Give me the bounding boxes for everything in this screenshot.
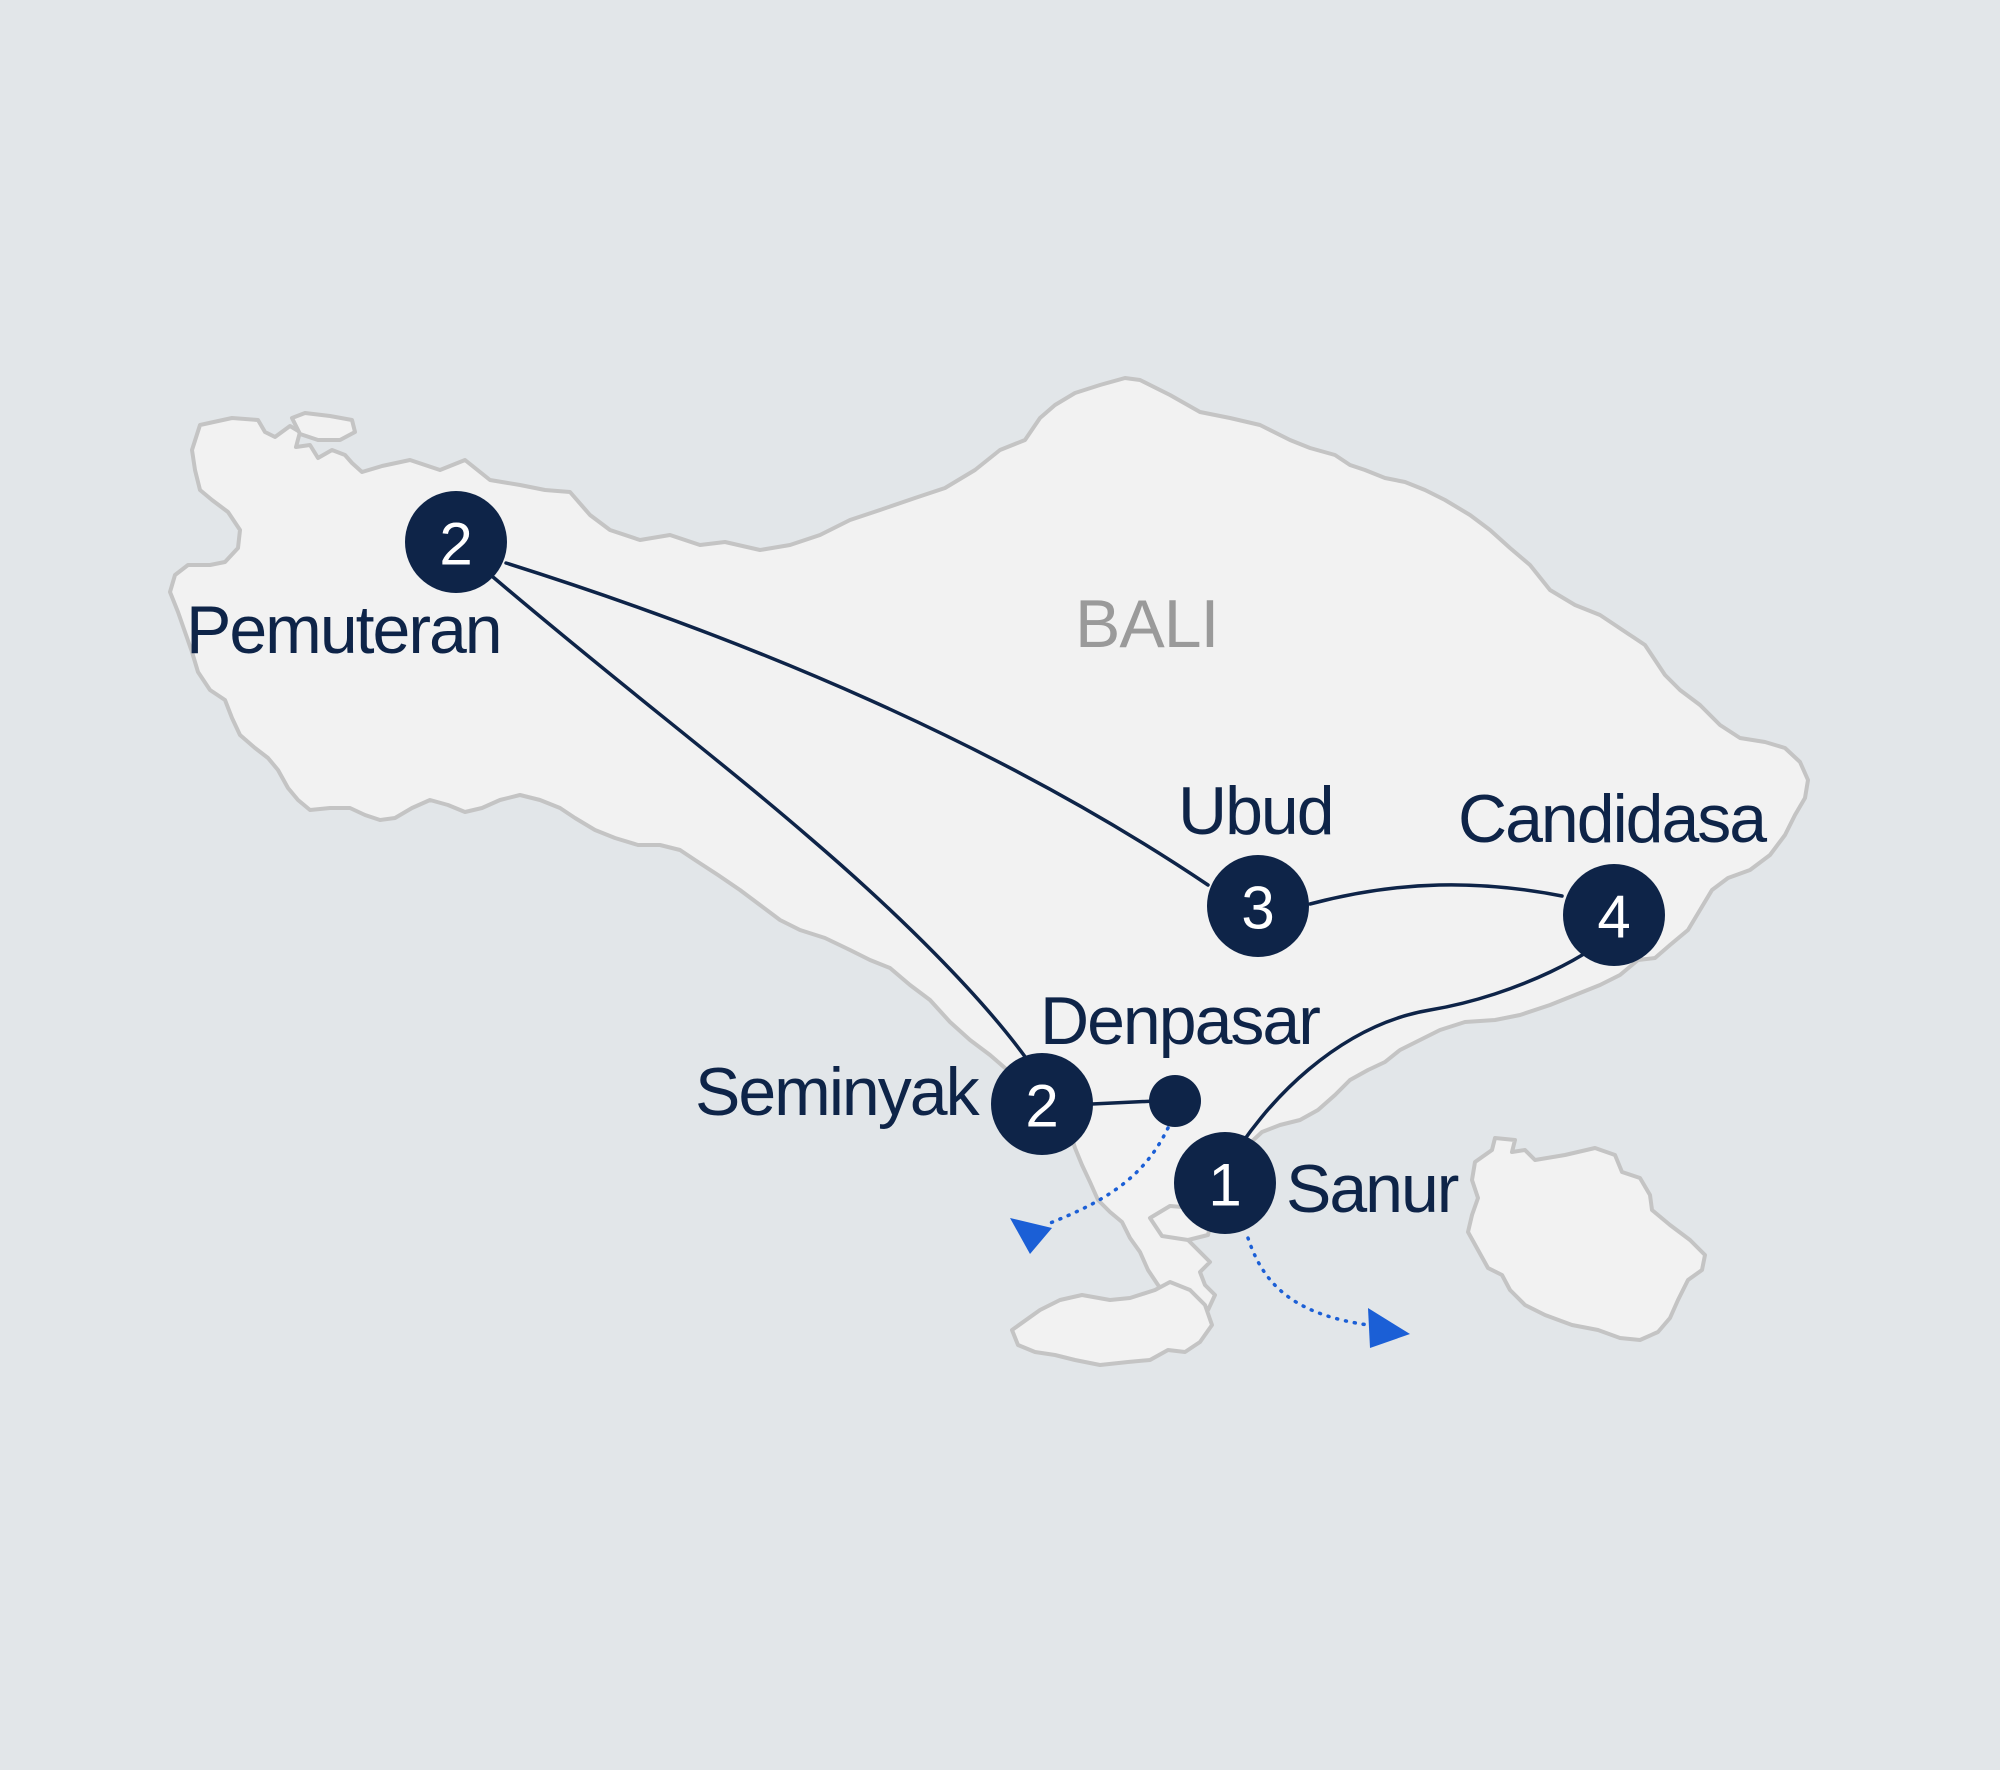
flight-denpasar-departure	[1043, 1126, 1170, 1227]
menjangan-islet	[290, 411, 357, 442]
stop-sanur-circle	[1174, 1132, 1276, 1234]
stop-pemuteran-circle	[405, 491, 507, 593]
label-candidasa: Candidasa	[1458, 781, 1767, 857]
denpasar-marker	[1149, 1075, 1201, 1127]
stop-candidasa-circle	[1563, 864, 1665, 966]
stop-ubud: 3	[1207, 855, 1309, 957]
stop-candidasa-number: 4	[1597, 884, 1630, 951]
nusa-penida	[1466, 1136, 1707, 1342]
stop-seminyak-number: 2	[1025, 1073, 1058, 1140]
stop-pemuteran: 2	[405, 491, 507, 593]
label-pemuteran: Pemuteran	[186, 592, 501, 668]
flight-sanur-departure	[1246, 1236, 1370, 1327]
label-ubud: Ubud	[1178, 773, 1333, 849]
stop-ubud-number: 3	[1241, 875, 1274, 942]
bali-island	[168, 376, 1810, 1320]
stop-seminyak-circle	[991, 1053, 1093, 1155]
route-pemuteran-seminyak	[491, 575, 1028, 1060]
route-seminyak-denpasar	[1090, 1099, 1157, 1106]
label-seminyak: Seminyak	[695, 1054, 981, 1130]
region-label-bali: BALI	[1075, 586, 1218, 662]
flight-arrow-west	[1010, 1218, 1052, 1254]
label-sanur: Sanur	[1286, 1151, 1459, 1227]
flight-arrow-east	[1368, 1308, 1410, 1348]
stop-ubud-circle	[1207, 855, 1309, 957]
stop-candidasa: 4	[1563, 864, 1665, 966]
route-ubud-pemuteran	[504, 561, 1210, 887]
label-denpasar: Denpasar	[1040, 983, 1320, 1059]
bukit-peninsula	[1010, 1280, 1214, 1367]
stop-seminyak: 2	[991, 1053, 1093, 1155]
stop-sanur: 1	[1174, 1132, 1276, 1234]
stop-sanur-number: 1	[1208, 1152, 1241, 1219]
stop-pemuteran-number: 2	[439, 511, 472, 578]
route-candidasa-ubud	[1308, 883, 1564, 906]
route-sanur-candidasa	[1223, 928, 1616, 1172]
